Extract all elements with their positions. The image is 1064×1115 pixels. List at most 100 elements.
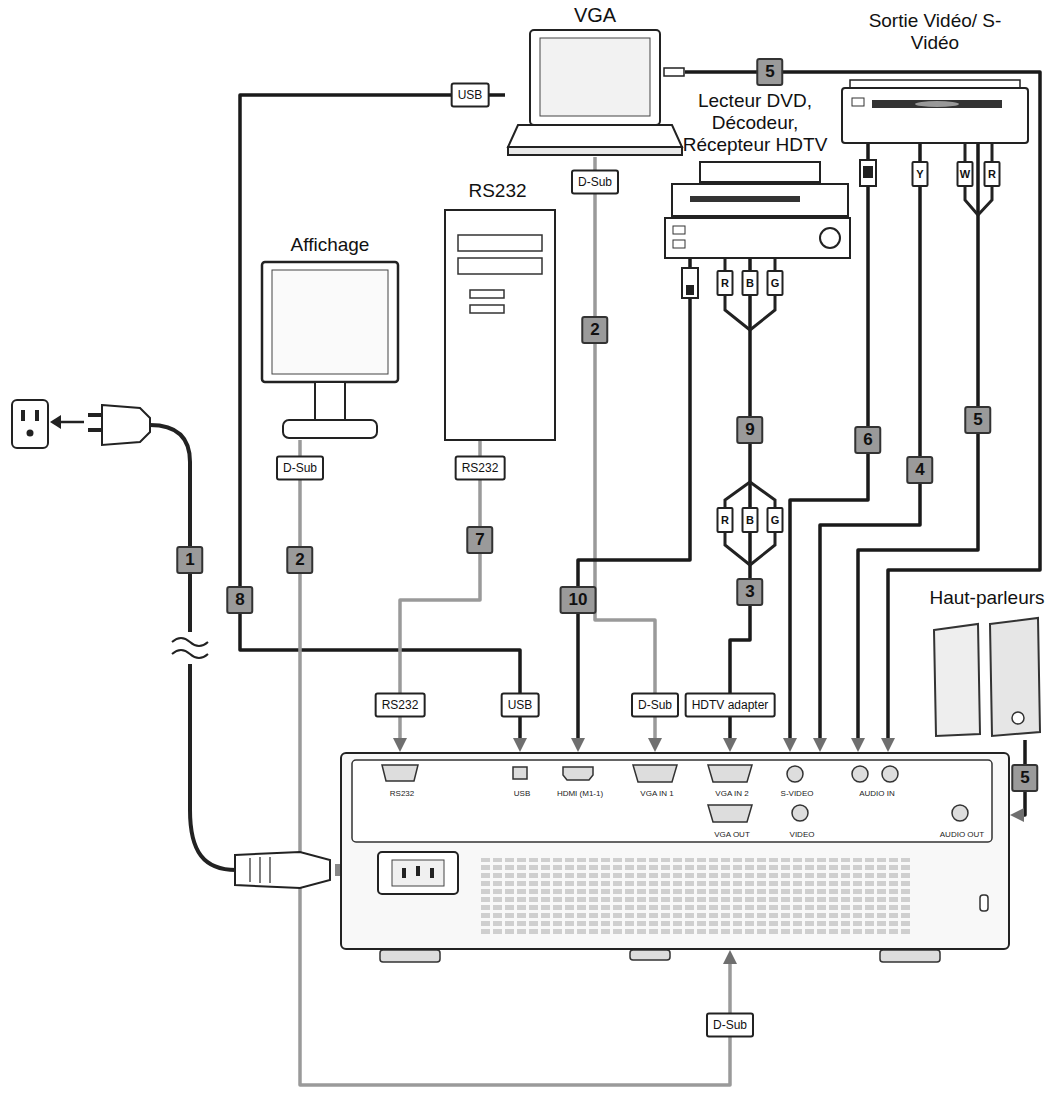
arrowhead <box>1010 808 1024 822</box>
hdmi-plug-tip <box>686 285 694 295</box>
cable-connector <box>685 72 1040 752</box>
device-heading: Haut-parleurs <box>918 587 1056 609</box>
player-tray <box>872 100 1002 108</box>
callout-number: 1 <box>176 546 203 574</box>
s-video-plug <box>860 160 876 186</box>
cable-connector <box>813 143 920 752</box>
port-label: RS232 <box>390 789 414 799</box>
monitor-frame <box>262 262 398 382</box>
monitor-neck <box>315 382 345 422</box>
cord-break <box>172 638 208 658</box>
audio-plug <box>664 68 684 76</box>
audio-out-port <box>952 805 968 821</box>
callout-number: 9 <box>736 416 763 444</box>
callout-number: 3 <box>736 578 763 606</box>
port-label: HDMI (M1-1) <box>557 789 603 799</box>
receiver-knob <box>820 228 840 248</box>
usb-port <box>513 767 527 779</box>
plug-letter: B <box>742 270 759 296</box>
cable-connector <box>723 258 750 752</box>
connector-head: D-Sub <box>276 456 324 481</box>
plug-prong <box>88 428 102 432</box>
callout-number: 2 <box>581 316 608 344</box>
arrowhead <box>813 738 827 752</box>
projector-foot <box>380 950 440 962</box>
outlet-slot <box>21 410 25 421</box>
plug-letter: B <box>742 507 759 533</box>
cable-connector <box>595 157 662 752</box>
connector-head: HDTV adapter <box>685 693 776 718</box>
receiver-button <box>673 240 685 248</box>
drive-bay <box>458 258 542 274</box>
arrowhead <box>723 738 737 752</box>
cable-line <box>595 157 655 742</box>
monitor-foot <box>283 420 377 438</box>
cable-line <box>820 143 920 742</box>
s-video-plug-tip <box>863 166 873 178</box>
callout-number: 5 <box>756 58 783 86</box>
plug-arrow-head <box>50 415 61 429</box>
vga-out-port <box>708 805 752 822</box>
plug-letter: R <box>717 270 734 296</box>
device-heading: Sortie Vidéo/ S-Vidéo <box>865 10 1005 54</box>
socket-pin <box>416 866 420 876</box>
wall-outlet <box>12 400 48 448</box>
plug-letter: Y <box>912 161 929 187</box>
plug-letter: W <box>957 161 974 187</box>
projector-body <box>340 752 1010 950</box>
plug-letter: G <box>767 507 784 533</box>
floppy-slot <box>470 290 504 298</box>
connector-head: D-Sub <box>571 170 619 195</box>
port-label: VIDEO <box>790 830 815 840</box>
projector-foot <box>630 950 670 960</box>
cable-line <box>685 72 1040 742</box>
dvd-player <box>672 184 848 216</box>
arrowhead <box>648 738 662 752</box>
port-label: VGA IN 2 <box>715 789 748 799</box>
port-label: AUDIO OUT <box>940 830 984 840</box>
pc-tower <box>445 210 555 440</box>
plug-arrow-line <box>60 421 84 424</box>
callout-number: 6 <box>854 426 881 454</box>
vga-port <box>708 765 752 782</box>
outlet-slot <box>35 410 39 421</box>
speaker-knob <box>1012 712 1024 724</box>
laptop-base <box>508 147 682 155</box>
power-plug <box>102 405 150 445</box>
projector-panel: RS232USBHDMI (M1-1)VGA IN 1VGA IN 2S-VID… <box>340 752 1010 950</box>
hdmi-port <box>563 767 593 780</box>
plug-letter: R <box>717 507 734 533</box>
device: Sortie Vidéo/ S-Vidéo <box>835 8 1035 143</box>
floppy-slot <box>470 305 504 313</box>
laptop-keyboard <box>508 125 682 147</box>
connector-head: USB <box>501 693 540 718</box>
cable-connector <box>571 258 690 752</box>
callout-number: 8 <box>226 586 253 614</box>
plug-letter: G <box>767 270 784 296</box>
port-panel <box>352 760 992 842</box>
player-disc <box>915 101 959 107</box>
lock-slot <box>980 895 988 911</box>
power-cord <box>150 425 190 632</box>
cable-line <box>730 258 750 742</box>
arrowhead <box>723 950 737 964</box>
device: RS232 <box>434 178 562 440</box>
callout-number: 2 <box>286 546 313 574</box>
arrowhead <box>513 738 527 752</box>
projector-foot <box>880 950 940 962</box>
audio-in-port <box>882 766 898 782</box>
connector-head: RS232 <box>375 693 426 718</box>
socket-pin <box>430 868 434 878</box>
arrowhead <box>783 738 797 752</box>
outlet-ground <box>27 430 34 437</box>
plug-letter: R <box>984 161 1001 187</box>
port-label: USB <box>514 789 530 799</box>
dvd-tray <box>690 196 800 202</box>
callout-number: 4 <box>906 456 933 484</box>
player-body <box>842 88 1028 143</box>
laptop-screen <box>540 38 650 116</box>
laptop-lid <box>530 30 660 125</box>
port-label: VGA IN 1 <box>640 789 673 799</box>
arrowhead <box>851 738 865 752</box>
